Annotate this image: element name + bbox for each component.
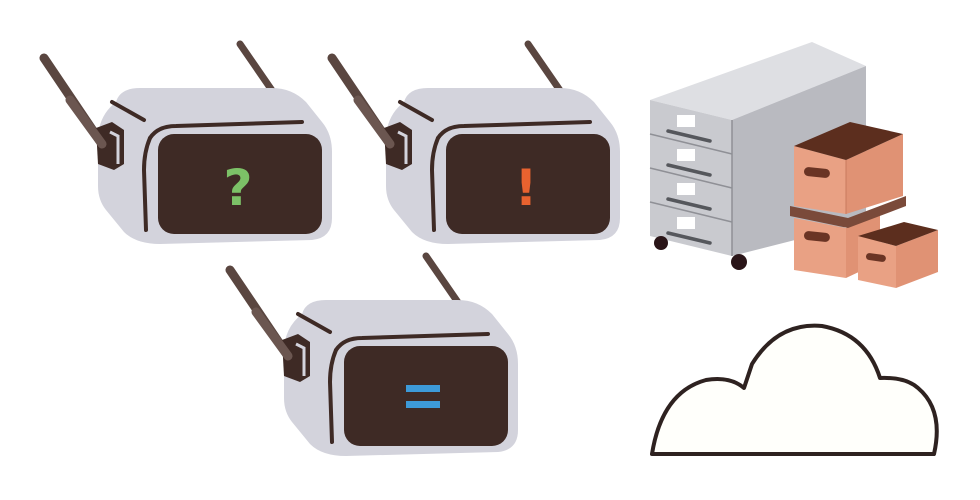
storage-box [858,222,938,288]
device-question: ? [44,44,332,244]
storage-box [794,122,903,214]
question-mark-icon: ? [223,159,252,217]
equals-icon [406,385,440,408]
cabinet-drawer [666,217,712,245]
cabinet-wheel [731,254,747,270]
cabinet-drawer [666,115,712,143]
cabinet-drawer [666,183,712,211]
storage-boxes [790,122,938,288]
device-alert: ! [332,44,620,244]
cabinet-drawer [666,149,712,177]
box-lid-band [790,196,906,228]
cabinet-wheel [654,236,668,250]
exclamation-icon: ! [515,159,538,217]
device-equal [230,256,518,456]
cloud-icon [650,323,939,456]
